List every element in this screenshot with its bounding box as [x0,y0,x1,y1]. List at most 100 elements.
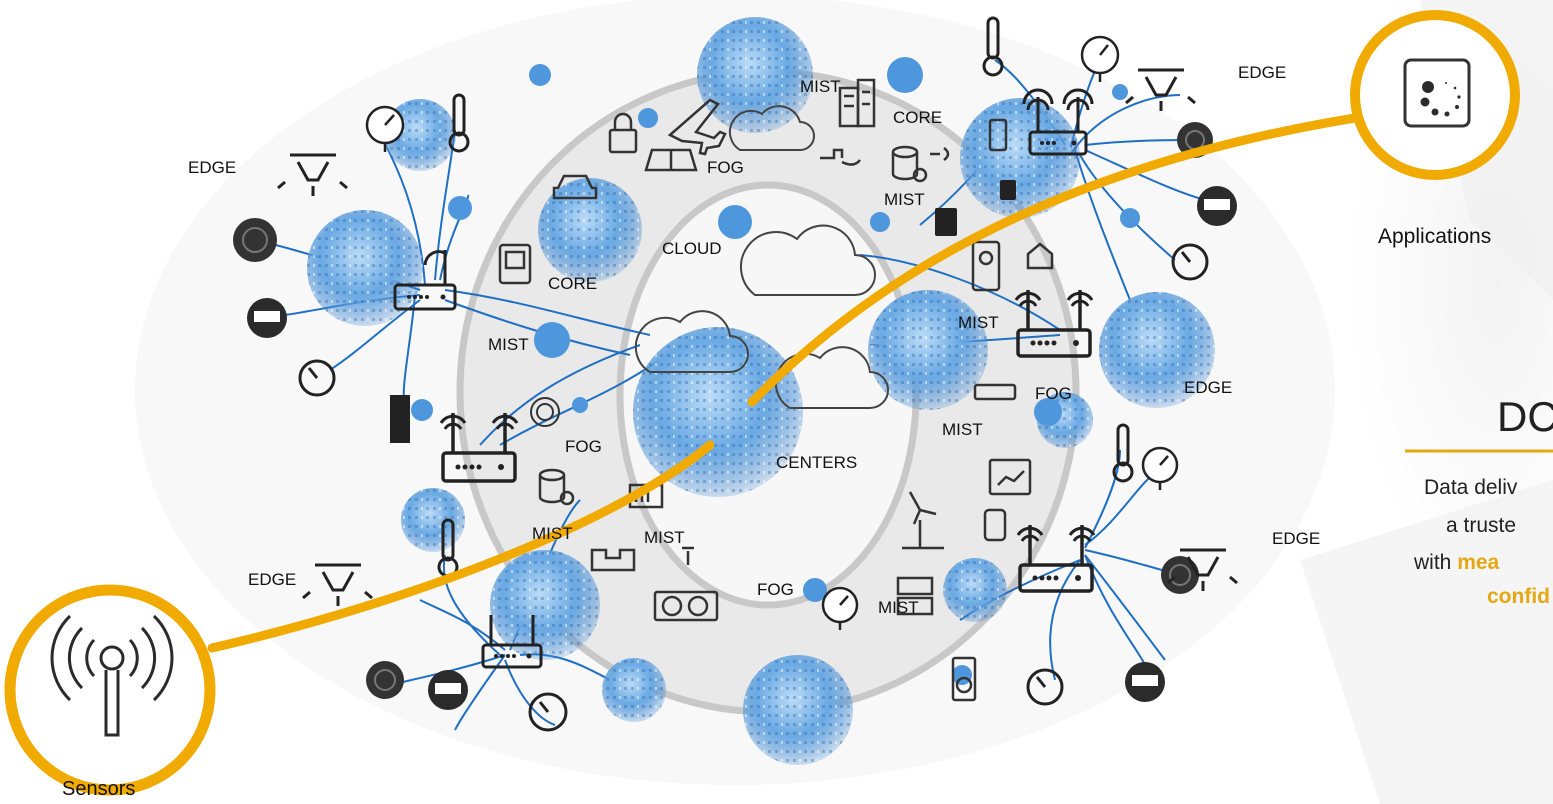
data-sphere [538,178,642,282]
label-fog: FOG [757,580,794,599]
thermometer-icon [448,93,470,153]
side-line-2: a truste [1446,514,1517,537]
label-edge: EDGE [248,570,297,589]
watch-icon [983,508,1007,542]
chart-screen-icon [988,458,1032,496]
label-mist: MIST [884,190,925,209]
padlock-icon [608,112,638,154]
mobile-device-icon [988,118,1008,152]
sensor-antenna-icon [50,614,174,737]
label-edge: EDGE [1238,63,1287,82]
ceiling-light-icon [277,153,348,196]
label-fog: FOG [1035,384,1072,403]
misc-icons [498,78,1054,702]
cloud-icon [728,105,815,151]
side-line-3: with mea [1414,550,1499,575]
speed-gauge-icons [298,243,1209,732]
cloud-icon [634,310,749,373]
side-line-3-prefix: with [1414,551,1458,574]
lamp-icon [930,147,950,161]
thermometer-icons [437,16,1134,578]
cloud-icon [740,224,876,296]
data-sphere [743,655,853,765]
door-panel-icon [390,395,410,443]
plug-icon [820,148,861,166]
speed-gauge-icon [528,692,568,732]
pressure-gauge-icon [1141,446,1179,490]
applications-badge [1350,10,1520,180]
data-sphere [868,290,988,410]
label-edge: EDGE [1184,378,1233,397]
data-sphere [490,550,600,660]
tablet-icon [971,240,1001,292]
label-core: CORE [548,274,598,293]
label-fog: FOG [565,437,602,456]
data-sphere [602,658,666,722]
data-sphere [633,327,803,497]
pressure-gauge-icon [821,586,859,630]
sprinkler-icon [682,546,694,565]
label-mist: MIST [800,77,841,96]
speed-gauge-icon [298,359,336,397]
speed-gauge-icon [1171,243,1209,281]
smart-meter-icon [247,298,287,338]
building-icon [838,78,876,128]
speed-gauge-icon [1026,668,1064,706]
sensors-badge [4,584,216,796]
data-spheres [307,17,1215,765]
router-icon [1016,525,1096,593]
smart-meter-icon [428,670,468,710]
sensors-caption: Sensors [62,778,136,800]
pressure-gauge-icons [365,35,1179,630]
applications-frame [1403,58,1471,128]
graphics-card-icon [653,590,719,622]
keypad-icon [498,243,532,285]
pressure-gauge-icon [365,105,405,152]
speaker-disc-icons [233,122,1213,699]
router-icon [393,250,457,311]
ceiling-light-icon [1125,68,1196,111]
data-exchange-icon [896,576,934,616]
label-core: CORE [893,108,943,127]
label-edge: EDGE [1272,529,1321,548]
applications-loading-icon [1420,81,1461,117]
sensor-to-application-path [207,113,1360,653]
data-sphere [697,17,813,133]
solar-panel-icon [644,148,698,172]
label-mist: MIST [942,420,983,439]
airplane-icon [667,98,727,156]
speaker-disc-icon [530,397,560,427]
label-fog: FOG [707,158,744,177]
home-icon [1026,242,1054,270]
ceiling-light-icon [1167,548,1238,591]
factory-icon [590,548,636,572]
meter-box-icon [1000,180,1016,200]
label-mist: MIST [532,524,573,543]
router-icon [1014,290,1094,358]
solid-icons [390,180,1016,443]
label-mist: MIST [644,528,685,547]
router-icon [1022,88,1094,156]
pressure-gauge-icon [1080,35,1120,82]
thermometer-icon [982,16,1004,77]
smart-meter-icon [1197,186,1237,226]
database-gear-icon [538,468,575,506]
speaker-disc-icon [366,661,404,699]
data-sphere [401,488,465,552]
ceiling-light-icon [302,563,373,606]
label-mist: MIST [488,335,529,354]
wind-turbine-icon [902,491,944,550]
meter-box-icon [935,208,957,236]
bg-facet [1300,480,1553,804]
side-heading: DC [1497,393,1553,440]
speaker-disc-icon [1161,556,1199,594]
label-cloud: CLOUD [662,239,722,258]
smart-meter-icons [247,186,1237,710]
label-mist: MIST [958,313,999,332]
router-icon [439,413,519,483]
applications-caption: Applications [1378,225,1492,248]
side-line-4: confid [1487,585,1550,608]
data-sphere-small [411,57,1140,685]
